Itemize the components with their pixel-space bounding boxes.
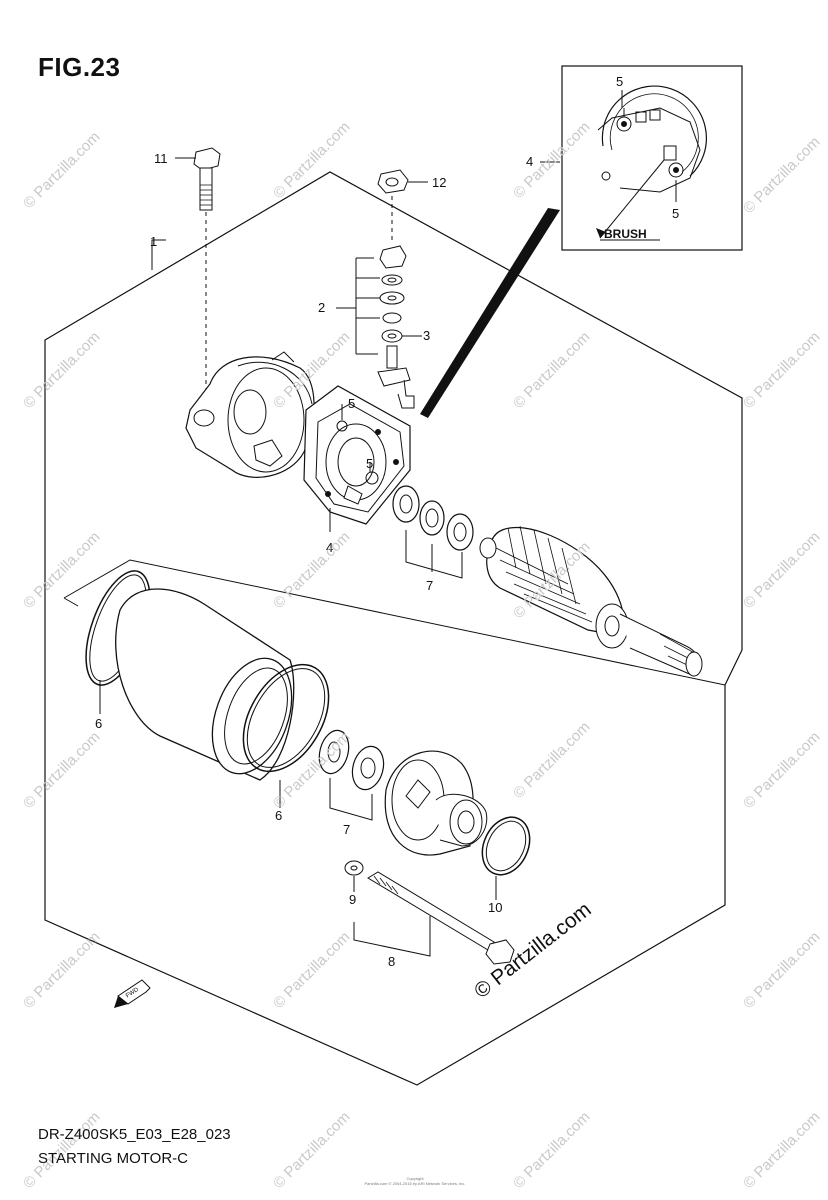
- o-ring-6-right: [242, 663, 330, 773]
- callout-3: 3: [423, 328, 430, 343]
- washers-7-lower: [318, 729, 385, 821]
- callout-8: 8: [388, 954, 395, 969]
- callout-9: 9: [349, 892, 356, 907]
- through-bolt-8: [344, 860, 515, 965]
- callout-1: 1: [150, 234, 157, 249]
- callout-6-right: 6: [275, 808, 282, 823]
- yoke-housing: [115, 588, 295, 781]
- figure-title: FIG.23: [38, 52, 121, 82]
- copyright-line: Partzilla.com © 2004-2015 by ARI Network…: [364, 1181, 466, 1186]
- callout-5-inset-bottom: 5: [672, 206, 679, 221]
- callout-12: 12: [432, 175, 446, 190]
- callout-7-upper: 7: [426, 578, 433, 593]
- front-cover: [384, 750, 488, 856]
- callout-10: 10: [488, 900, 502, 915]
- model-code: DR-Z400SK5_E03_E28_023: [38, 1126, 231, 1143]
- bolt-11: [193, 147, 221, 410]
- copyright-line: Copyright: [406, 1176, 424, 1181]
- brush-holder-plate: [303, 385, 411, 525]
- washers-7-upper: [392, 485, 474, 579]
- inset-pointer: [420, 208, 560, 418]
- end-cover: [185, 351, 315, 478]
- callout-4: 4: [326, 540, 333, 555]
- callout-11: 11: [154, 151, 168, 166]
- callout-7-lower: 7: [343, 822, 350, 837]
- section-name: STARTING MOTOR-C: [38, 1150, 188, 1167]
- leader-lines: [99, 90, 623, 900]
- callout-6-left: 6: [95, 716, 102, 731]
- forward-arrow-icon: FWD: [114, 979, 151, 1008]
- callout-5-lower: 5: [366, 456, 373, 471]
- callout-4-inset: 4: [526, 154, 533, 169]
- armature: [479, 525, 703, 677]
- brush-inset: [561, 65, 743, 251]
- yoke-subgroup-outline: [63, 559, 726, 686]
- copyright-notice: Copyright Partzilla.com © 2004-2015 by A…: [340, 1176, 490, 1186]
- callout-5-upper: 5: [348, 396, 355, 411]
- brush-label: BRUSH: [604, 227, 647, 241]
- callout-2: 2: [318, 300, 325, 315]
- callout-5-inset-top: 5: [616, 74, 623, 89]
- terminal-stack: [355, 169, 415, 409]
- o-ring-10: [481, 816, 531, 876]
- callouts: 1 2 3 4 4 5 5 5 5 6 6 7 7 8 9 10 11 12 B…: [95, 74, 679, 969]
